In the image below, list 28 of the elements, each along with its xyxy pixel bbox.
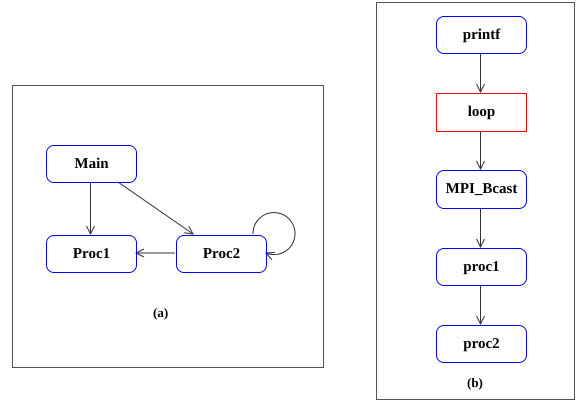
rounded-process-box	[436, 325, 527, 363]
node-label: proc1	[463, 260, 500, 274]
node-label: Proc1	[72, 246, 110, 262]
arrow	[476, 208, 485, 248]
arrow	[476, 130, 485, 170]
rounded-process-box	[436, 16, 527, 54]
rounded-process-box	[46, 235, 137, 273]
rounded-process-box	[46, 145, 137, 183]
node-label: Proc2	[202, 246, 240, 262]
arrow	[476, 52, 485, 92]
rounded-process-box	[176, 235, 267, 273]
panel-frame	[376, 2, 575, 400]
panel-caption: (b)	[467, 374, 483, 392]
process-box	[436, 93, 527, 132]
arrow	[136, 248, 176, 258]
node-label: printf	[462, 28, 500, 42]
arrow	[86, 182, 95, 234]
node-label: proc2	[463, 336, 500, 352]
arrow	[252, 212, 296, 260]
arrow	[117, 182, 194, 234]
rounded-process-box	[436, 248, 527, 286]
node-label: Main	[74, 156, 109, 172]
arrow	[476, 284, 485, 324]
panel-caption: (a)	[153, 304, 168, 322]
panel-frame	[12, 85, 324, 368]
rounded-process-box	[436, 170, 527, 209]
node-label: MPI_Bcast	[446, 182, 518, 197]
node-label: loop	[468, 105, 496, 120]
